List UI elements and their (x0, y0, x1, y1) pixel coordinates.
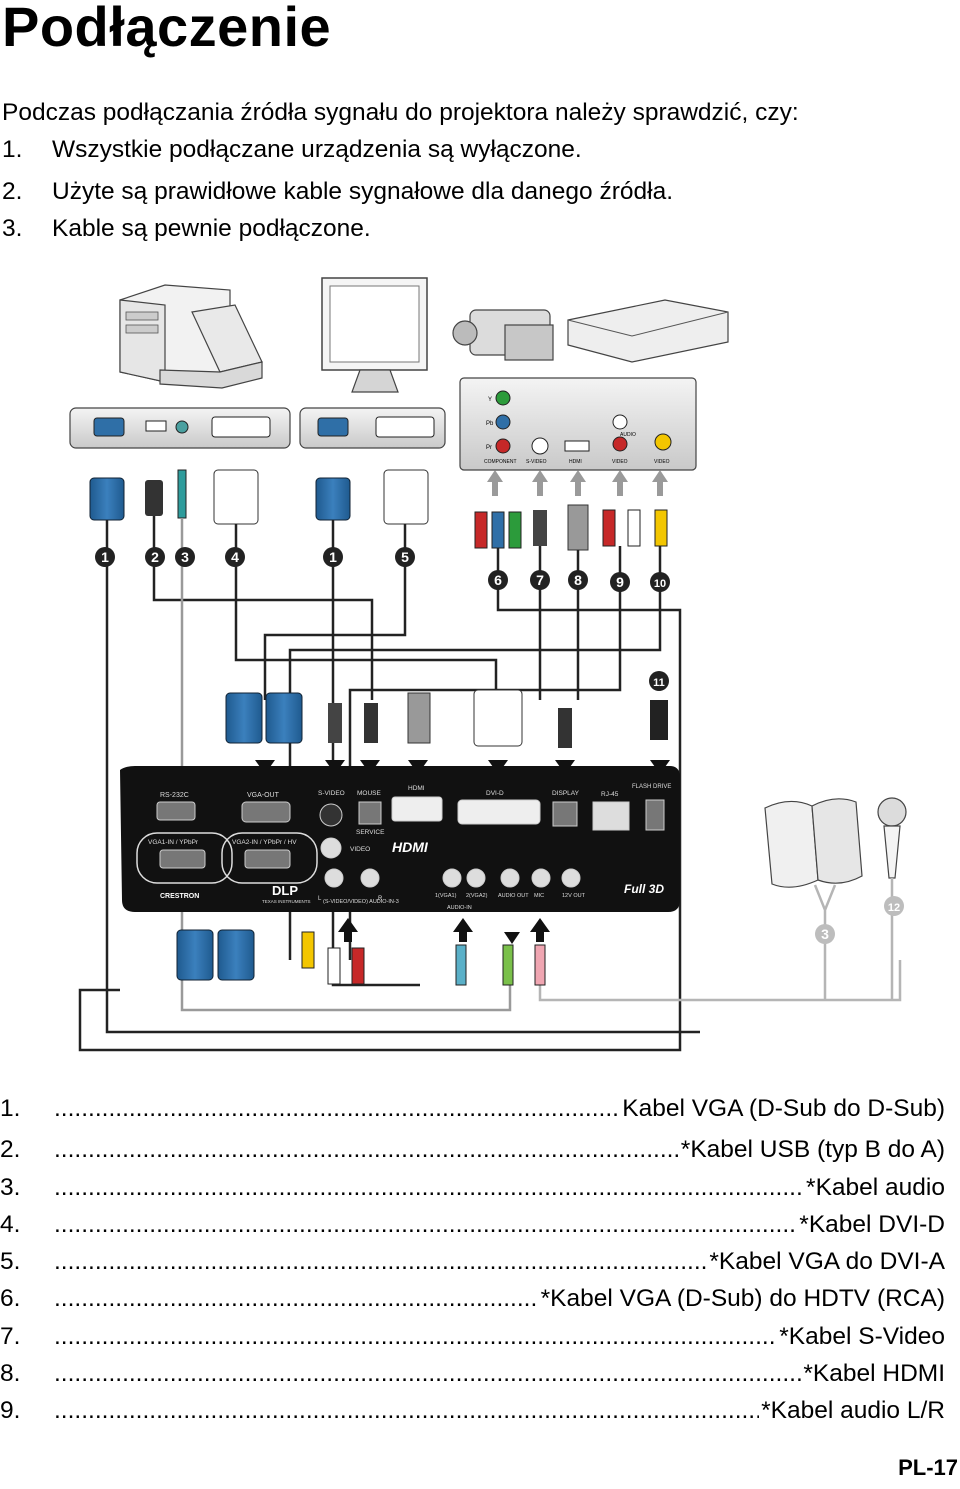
label-rs232: RS-232C (160, 792, 189, 799)
legend-item: 3.......................................… (0, 1168, 945, 1206)
marker-circle-3 (175, 547, 195, 567)
projector-plugs-bottom (176, 929, 546, 986)
marker-label-3: 3 (821, 926, 829, 942)
monitor-icon (321, 277, 428, 393)
marker-label-8: 8 (574, 572, 582, 588)
projector-plugs-top (225, 689, 668, 748)
pc-connector-panel (69, 407, 291, 449)
label-audio-r: R (378, 896, 383, 902)
monitor-connector-panel (299, 407, 446, 449)
marker-label-3: 3 (181, 549, 189, 565)
panel-label-component: COMPONENT (484, 459, 517, 465)
panel-label-video1: VIDEO (612, 459, 628, 465)
marker-circle-1 (95, 547, 115, 567)
checklist-item: 2.Użyte są prawidłowe kable sygnałowe dl… (2, 178, 674, 205)
intro-text: Podczas podłączania źródła sygnału do pr… (2, 99, 799, 126)
marker-circle-6 (488, 570, 508, 590)
full3d-logo: Full 3D (624, 882, 664, 896)
marker-label-2: 2 (151, 549, 159, 565)
legend-item: 2.......................................… (0, 1131, 945, 1169)
dlp-logo: DLP (272, 883, 298, 898)
marker-circle-9 (610, 572, 630, 592)
pc-tower-icon (119, 284, 231, 383)
label-display: DISPLAY (552, 790, 580, 797)
legend-item: 9.......................................… (0, 1392, 945, 1430)
marker-label-10: 10 (654, 578, 666, 590)
checklist-item: 3.Kable są pewnie podłączone. (2, 214, 371, 242)
marker-circle-10 (650, 572, 670, 592)
label-audio-l: L (318, 896, 322, 902)
up-arrows (487, 470, 668, 496)
marker-label-1: 1 (329, 549, 337, 565)
marker-circle-11 (649, 671, 669, 691)
panel-label-pb: Pb (486, 421, 494, 427)
marker-label-4: 4 (231, 549, 239, 565)
label-service: SERVICE (356, 829, 385, 836)
label-vga1: VGA1-IN / YPbPr (148, 839, 199, 846)
marker-circle-7 (530, 570, 550, 590)
label-crestron: CRESTRON (160, 893, 199, 900)
up-arrows-bottom (338, 918, 550, 944)
projector-rear-panel: RS-232C VGA-OUT S-VIDEO MOUSE SERVICE VI… (120, 766, 680, 912)
label-hdmi: HDMI (408, 785, 425, 792)
hdmi-logo: HDMI (392, 839, 429, 855)
marker-circle-12 (884, 896, 904, 916)
label-video: VIDEO (350, 846, 370, 853)
label-audio-2: 2(VGA2) (466, 893, 488, 899)
marker-label-12: 12 (888, 902, 900, 914)
legend-item: 7.......................................… (0, 1317, 945, 1356)
page-number: PL-17 (898, 1455, 958, 1480)
legend-item: 5.......................................… (0, 1243, 945, 1281)
label-audio-1: 1(VGA1) (435, 893, 457, 899)
label-svideo: S-VIDEO (318, 790, 345, 797)
legend-item: 1.......................................… (0, 1090, 945, 1128)
camcorder-icon (452, 309, 554, 361)
label-vga-out: VGA-OUT (247, 792, 280, 799)
label-audio-in3: (S-VIDEO/VIDEO) AUDIO-IN-3 (323, 899, 399, 905)
panel-label-hdmi: HDMI (569, 459, 582, 465)
label-12v: 12V OUT (562, 893, 586, 899)
label-mic: MIC (534, 893, 544, 899)
marker-label-11: 11 (653, 677, 665, 689)
dvd-player-icon (567, 299, 729, 363)
marker-circle-4 (225, 547, 245, 567)
label-audio-in: AUDIO-IN (447, 905, 472, 911)
connection-diagram: Y Pb Pr COMPONENT S-VIDEO HDMI AUDIO VID… (69, 277, 907, 1052)
checklist-item: 1.Wszystkie podłączane urządzenia są wył… (2, 135, 582, 163)
panel-label-pr: Pr (486, 445, 492, 451)
panel-label-audio: AUDIO (620, 432, 636, 438)
legend-item: 4.......................................… (0, 1205, 945, 1244)
laptop-icon (159, 304, 263, 389)
label-dvid: DVI-D (486, 790, 504, 797)
cable-legend: 1.......................................… (0, 1090, 945, 1430)
microphone-icon (877, 797, 907, 879)
legend-item: 8.......................................… (0, 1355, 945, 1393)
marker-label-9: 9 (616, 574, 624, 590)
marker-circle-3 (815, 924, 835, 944)
panel-label-video2: VIDEO (654, 459, 670, 465)
av-connector-panel: Y Pb Pr COMPONENT S-VIDEO HDMI AUDIO VID… (459, 377, 697, 471)
marker-circle-2 (145, 547, 165, 567)
label-flash: FLASH DRIVE (632, 784, 671, 790)
intro-section: Podczas podłączania źródła sygnału do pr… (2, 95, 799, 247)
marker-label-1: 1 (101, 549, 109, 565)
label-audio-out: AUDIO OUT (498, 893, 529, 899)
marker-circle-8 (568, 570, 588, 590)
source-plugs (89, 469, 668, 551)
label-mouse: MOUSE (357, 790, 382, 797)
label-ti: TEXAS INSTRUMENTS (262, 899, 311, 904)
panel-label-svideo: S-VIDEO (526, 459, 547, 465)
label-vga2: VGA2-IN / YPbPr / HV (232, 839, 297, 846)
page-title: Podłączenie (2, 0, 332, 58)
label-rj45: RJ-45 (601, 791, 619, 798)
marker-label-6: 6 (494, 572, 502, 588)
legend-item: 6.......................................… (0, 1280, 945, 1318)
marker-circle-5 (395, 547, 415, 567)
marker-label-7: 7 (536, 572, 544, 588)
marker-label-5: 5 (401, 549, 409, 565)
marker-circle-1 (323, 547, 343, 567)
panel-label-y: Y (488, 397, 492, 403)
speakers-icon (764, 798, 863, 888)
